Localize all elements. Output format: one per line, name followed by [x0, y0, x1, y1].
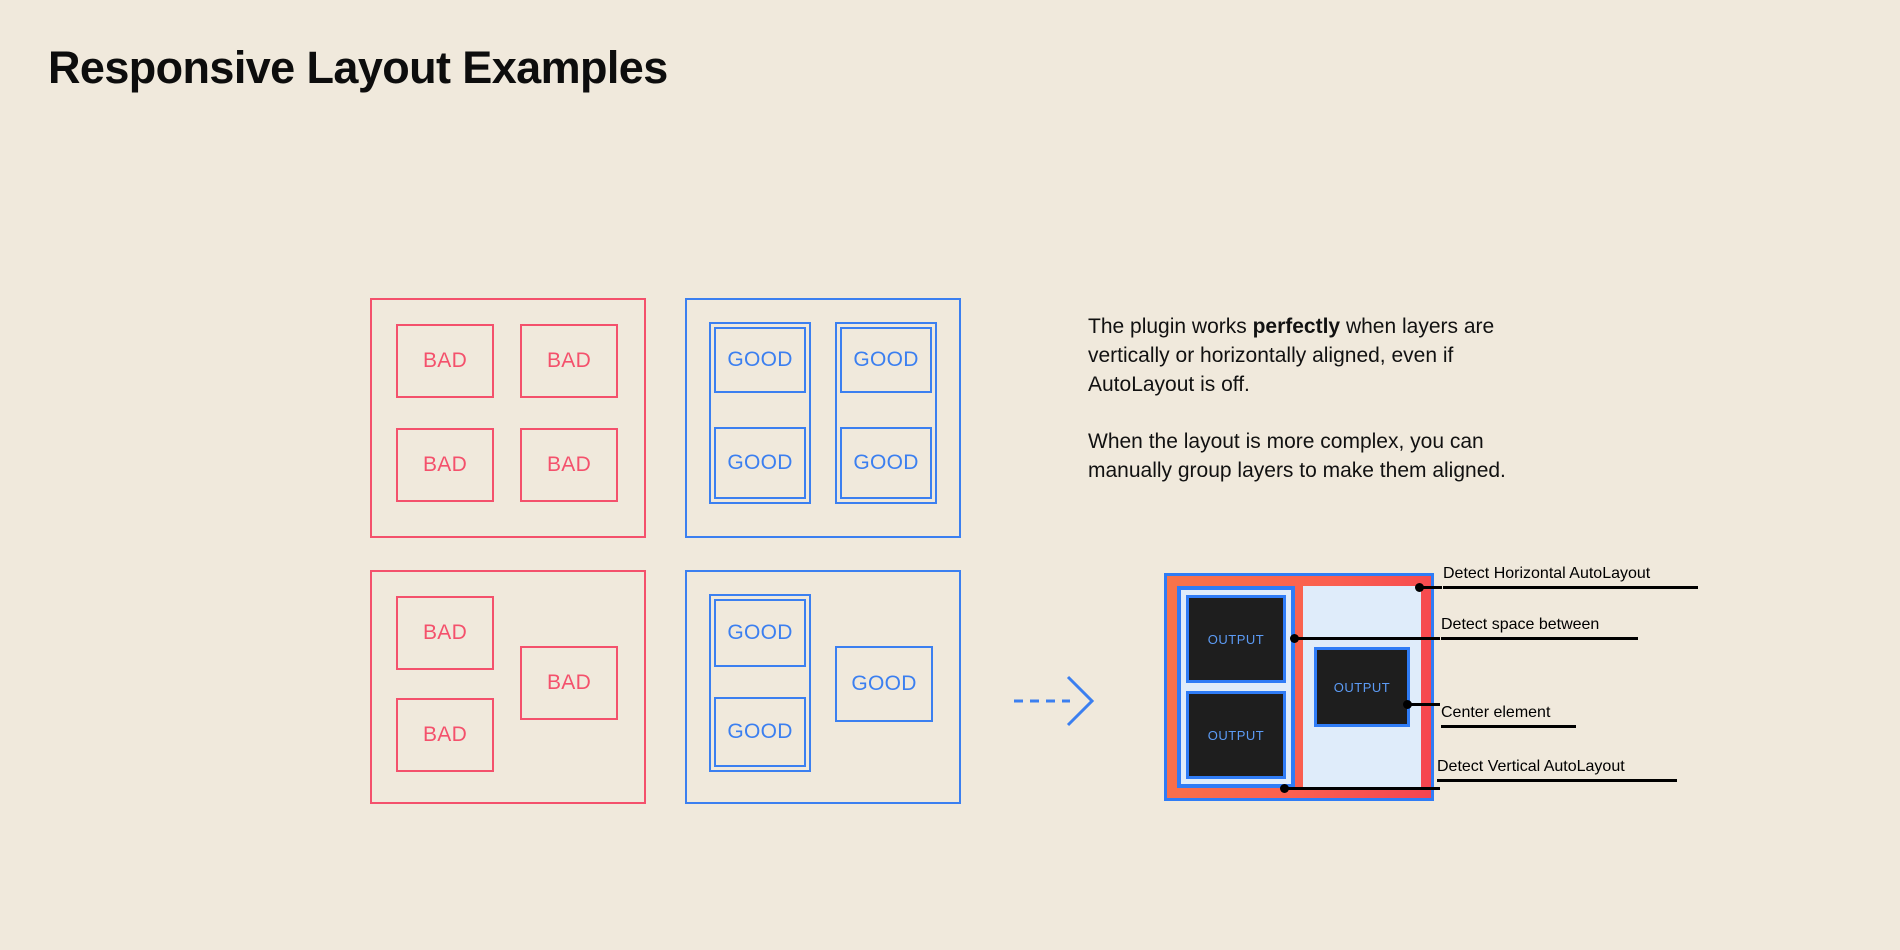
- cell-good: GOOD: [714, 427, 806, 499]
- cell-bad: BAD: [520, 428, 618, 502]
- mockup-left-column: OUTPUT OUTPUT: [1177, 586, 1295, 788]
- mockup-right-column: OUTPUT: [1303, 586, 1421, 788]
- description-text: The plugin works perfectly when layers a…: [1088, 312, 1558, 485]
- annotation-leader-line: [1285, 787, 1440, 790]
- annotation-leader-line: [1295, 637, 1440, 640]
- annotation-dot: [1280, 784, 1289, 793]
- group-wrapper: [709, 322, 811, 504]
- panel-bad-complex: BAD BAD BAD: [370, 570, 646, 804]
- panel-bad-grid: BAD BAD BAD BAD: [370, 298, 646, 538]
- annotation-label: Center element: [1441, 704, 1551, 721]
- cell-bad: BAD: [396, 428, 494, 502]
- cell-bad: BAD: [520, 646, 618, 720]
- paragraph-1: The plugin works perfectly when layers a…: [1088, 312, 1558, 399]
- p1-bold: perfectly: [1252, 315, 1341, 338]
- cell-bad: BAD: [396, 324, 494, 398]
- group-wrapper: [709, 594, 811, 772]
- annotation-underline: [1441, 725, 1576, 728]
- annotation-underline: [1441, 637, 1638, 640]
- annotation-label: Detect Vertical AutoLayout: [1437, 758, 1625, 775]
- cell-good: GOOD: [840, 427, 932, 499]
- page-title: Responsive Layout Examples: [48, 42, 668, 93]
- cell-good: GOOD: [714, 697, 806, 767]
- cell-good: GOOD: [714, 599, 806, 667]
- p1-part-2: when layers are vertically or horizontal…: [1088, 315, 1495, 396]
- group-wrapper: [835, 322, 937, 504]
- flow-arrow-icon: [1012, 672, 1098, 735]
- annotation-dot: [1290, 634, 1299, 643]
- paragraph-2: When the layout is more complex, you can…: [1088, 430, 1506, 482]
- panel-good-complex: GOOD GOOD GOOD: [685, 570, 961, 804]
- annotation-leader-line: [1420, 586, 1442, 589]
- annotation-dot: [1403, 700, 1412, 709]
- output-box: OUTPUT: [1314, 647, 1410, 727]
- annotation-label: Detect space between: [1441, 616, 1600, 633]
- cell-good: GOOD: [840, 327, 932, 393]
- p1-part-1: The plugin works: [1088, 315, 1253, 338]
- mockup-preview: OUTPUT OUTPUT OUTPUT: [1164, 573, 1434, 801]
- output-box: OUTPUT: [1186, 595, 1286, 683]
- cell-good: GOOD: [714, 327, 806, 393]
- annotation-dot: [1415, 583, 1424, 592]
- cell-good: GOOD: [835, 646, 933, 722]
- annotation-label: Detect Horizontal AutoLayout: [1443, 565, 1651, 582]
- annotation-underline: [1443, 586, 1698, 589]
- cell-bad: BAD: [520, 324, 618, 398]
- panel-good-grid: GOOD GOOD GOOD GOOD: [685, 298, 961, 538]
- cell-bad: BAD: [396, 698, 494, 772]
- annotation-underline: [1437, 779, 1677, 782]
- output-box: OUTPUT: [1186, 691, 1286, 779]
- annotation-leader-line: [1408, 703, 1440, 706]
- cell-bad: BAD: [396, 596, 494, 670]
